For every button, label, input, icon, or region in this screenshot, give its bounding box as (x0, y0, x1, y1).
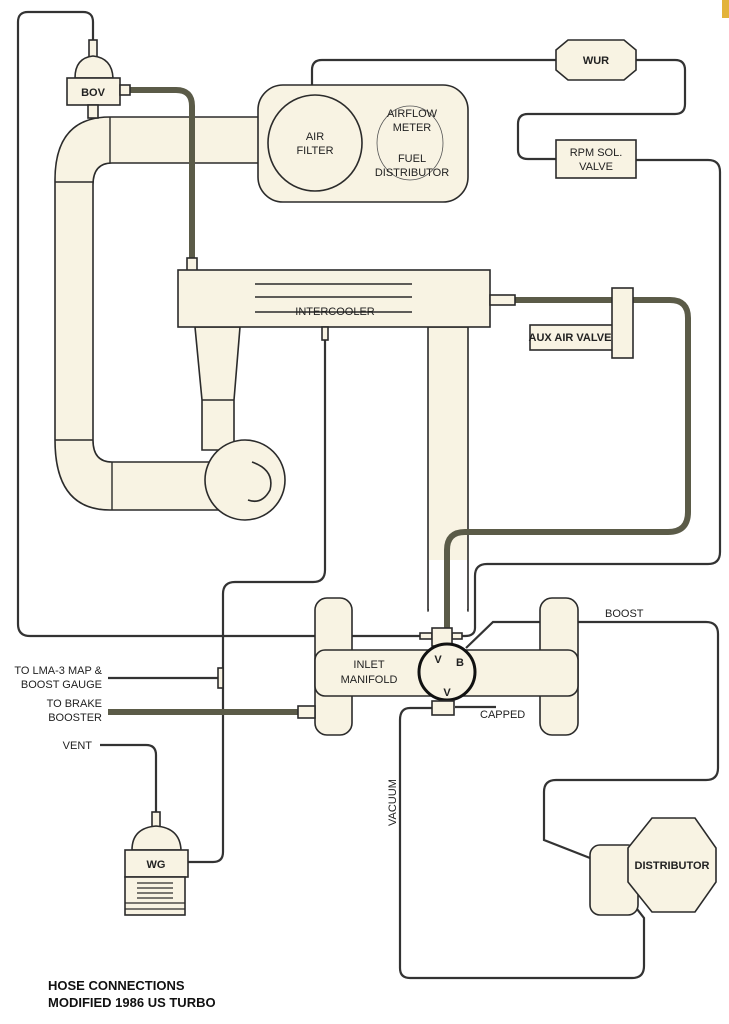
inlet-manifold-label: INLET (353, 659, 384, 671)
top-connector-right-nipple (451, 632, 463, 640)
airflow-meter-label: METER (393, 122, 432, 134)
bov-dome (74, 55, 114, 79)
turbo (204, 439, 286, 521)
intercooler-label: INTERCOOLER (295, 306, 375, 318)
inlet-manifold-label: MANIFOLD (341, 674, 398, 686)
turbo-outlet-cone (194, 326, 241, 451)
brake-booster-label: BOOSTER (48, 712, 102, 724)
aux-air-valve-label: AUX AIR VALVE (529, 332, 612, 344)
top-connector-left-nipple (419, 632, 433, 640)
wur (555, 39, 637, 81)
hose-bov-to-manifold (16, 10, 420, 638)
fuel-distributor-label: DISTRIBUTOR (375, 167, 449, 179)
hose-bov-to-intercooler (130, 87, 195, 258)
hose-airfilter-to-wur (310, 58, 556, 97)
vacuum-port-label: V (443, 687, 451, 699)
bov-side-nipple (119, 84, 131, 96)
hose-intercooler-to-wg (188, 340, 327, 864)
aux-air-valve (611, 287, 634, 359)
wg-label: WG (147, 859, 166, 871)
hose-aux-to-manifold (444, 297, 691, 628)
bottom-vacuum-connector (431, 700, 455, 716)
bov-bottom-nipple (87, 104, 99, 119)
lma-label: TO LMA-3 MAP & (14, 665, 102, 677)
boost-label: BOOST (605, 608, 644, 620)
air-filter-label: FILTER (296, 145, 333, 157)
wastegate (124, 849, 189, 878)
distributor-label: DISTRIBUTOR (635, 860, 710, 872)
corner-accent (722, 0, 729, 18)
capped-label: CAPPED (480, 709, 525, 721)
wg-fins (125, 882, 185, 910)
airflow-meter (376, 105, 444, 181)
vacuum-label: VACUUM (387, 779, 399, 826)
wur-label: WUR (583, 55, 609, 67)
manifold-port-circle (417, 642, 477, 702)
airflow-meter-label: AIRFLOW (387, 108, 438, 120)
distributor (627, 817, 717, 913)
fuel-distributor-label: FUEL (398, 153, 426, 165)
intercooler-side-nipple (489, 294, 516, 306)
diagram-title: HOSE CONNECTIONS (48, 978, 185, 993)
rpm-sol-valve-label: VALVE (579, 161, 613, 173)
vent-label: VENT (63, 740, 93, 752)
intercooler (177, 269, 491, 328)
hose-vacuum (398, 706, 646, 980)
intercooler-bottom-nipple (321, 326, 329, 341)
wg-dome (131, 825, 182, 851)
brake-booster-label: TO BRAKE (47, 698, 102, 710)
rpm-sol-valve-label: RPM SOL. (570, 147, 623, 159)
hose-wur-to-rpm (516, 58, 687, 161)
tee-fitting (217, 667, 224, 689)
hose-rpm-to-manifold (455, 158, 722, 638)
hose-vent (100, 743, 158, 826)
air-filter-label: AIR (306, 131, 324, 143)
vacuum-port-label: V (434, 654, 442, 666)
diagram-subtitle: MODIFIED 1986 US TURBO (48, 995, 216, 1010)
air-filter (267, 94, 363, 192)
lma-label: BOOST GAUGE (21, 679, 102, 691)
boost-port-label: B (456, 657, 464, 669)
hose-boost (465, 620, 720, 860)
brake-booster-nipple (297, 705, 316, 719)
bov-label: BOV (81, 87, 106, 99)
rpm-sol-valve (555, 139, 637, 179)
